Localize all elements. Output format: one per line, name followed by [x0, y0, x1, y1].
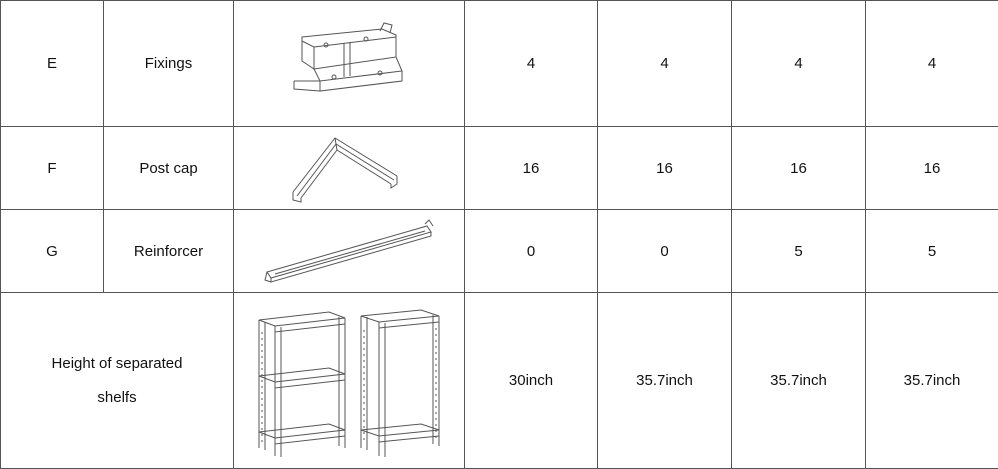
height-label-line-1: Height of separated [1, 347, 233, 381]
height-col-4: 35.7inch [866, 293, 998, 469]
part-id: G [1, 210, 104, 293]
part-image [234, 210, 465, 293]
table-row: F Post cap 16 16 16 16 [1, 127, 998, 210]
table-row: Height of separated shelfs [1, 293, 998, 469]
qty-col-4: 5 [866, 210, 998, 293]
qty-col-3: 5 [732, 210, 866, 293]
part-image [234, 127, 465, 210]
qty-col-2: 16 [598, 127, 732, 210]
part-name: Post cap [104, 127, 234, 210]
part-image [234, 1, 465, 127]
table-row: G Reinforcer 0 0 5 5 [1, 210, 998, 293]
qty-col-2: 0 [598, 210, 732, 293]
height-col-3: 35.7inch [732, 293, 866, 469]
height-label: Height of separated shelfs [1, 293, 234, 469]
fixing-bracket-icon [284, 19, 414, 109]
qty-col-3: 4 [732, 1, 866, 127]
qty-col-2: 4 [598, 1, 732, 127]
table-row: E Fixings 4 4 4 4 [1, 1, 998, 127]
separated-shelving-units-icon [249, 302, 449, 460]
part-name: Fixings [104, 1, 234, 127]
qty-col-1: 0 [465, 210, 598, 293]
part-id: F [1, 127, 104, 210]
qty-col-1: 4 [465, 1, 598, 127]
part-id: E [1, 1, 104, 127]
part-name: Reinforcer [104, 210, 234, 293]
reinforcer-bar-icon [259, 216, 439, 286]
height-col-2: 35.7inch [598, 293, 732, 469]
height-label-line-2: shelfs [1, 381, 233, 415]
height-col-1: 30inch [465, 293, 598, 469]
qty-col-4: 16 [866, 127, 998, 210]
shelf-image [234, 293, 465, 469]
post-cap-icon [279, 130, 419, 206]
qty-col-4: 4 [866, 1, 998, 127]
qty-col-1: 16 [465, 127, 598, 210]
qty-col-3: 16 [732, 127, 866, 210]
